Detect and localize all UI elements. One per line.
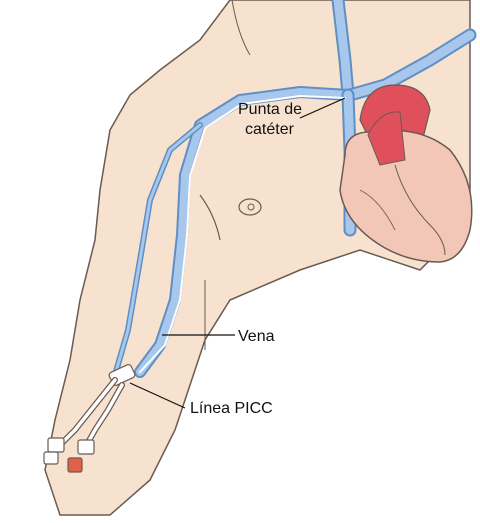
red-cap xyxy=(68,458,82,472)
label-picc-line: Línea PICC xyxy=(190,400,273,417)
label-catheter-tip-line1: Punta de xyxy=(238,101,302,118)
label-catheter-tip-line2: catéter xyxy=(245,121,295,138)
label-vein: Vena xyxy=(238,328,275,345)
clamp-1 xyxy=(48,438,64,452)
connector-1 xyxy=(44,452,58,464)
clamp-2 xyxy=(78,440,94,454)
